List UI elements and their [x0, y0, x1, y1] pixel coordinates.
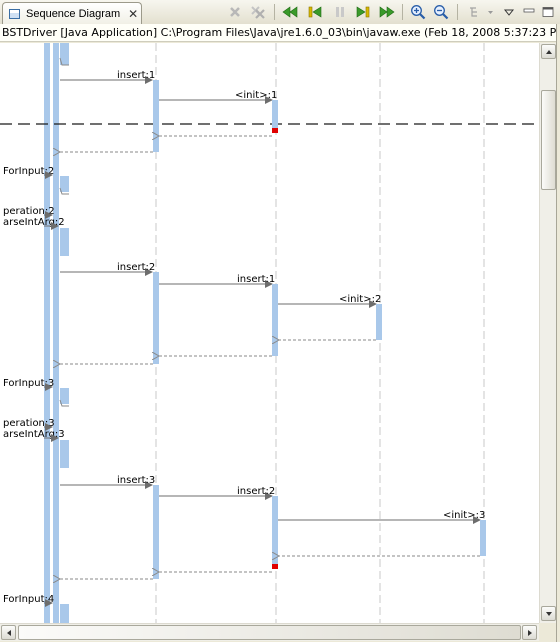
call-label[interactable]: insert:1	[237, 274, 275, 285]
call-label[interactable]: insert:2	[117, 262, 155, 273]
horizontal-scrollbar[interactable]	[0, 623, 539, 641]
activation-bar[interactable]	[60, 604, 69, 623]
return-marker	[272, 564, 278, 569]
delete-all-button[interactable]	[249, 3, 267, 21]
activation-bar[interactable]	[376, 304, 382, 340]
activation-bar[interactable]	[60, 228, 69, 256]
call-label[interactable]: insert:2	[237, 486, 275, 497]
step-forward-icon	[356, 6, 370, 18]
activation-bar[interactable]	[60, 388, 69, 404]
activation-bar[interactable]	[153, 80, 159, 152]
rewind-button[interactable]	[281, 3, 299, 21]
activation-bar[interactable]	[272, 496, 278, 564]
scroll-down-button[interactable]	[541, 606, 556, 621]
tab-label: Sequence Diagram	[26, 7, 121, 20]
activation-bar[interactable]	[272, 284, 278, 356]
delete-icon	[230, 7, 240, 17]
self-call-arrow[interactable]	[59, 57, 69, 66]
vertical-scroll-thumb[interactable]	[541, 90, 556, 190]
activation-bar[interactable]	[153, 272, 159, 364]
call-label[interactable]: <init>:1	[235, 90, 277, 101]
maximize-icon	[542, 7, 554, 17]
call-label[interactable]: <init>:2	[339, 294, 381, 305]
call-label[interactable]: peration:3	[3, 418, 55, 429]
view-title-bar: Sequence Diagram ✕	[0, 0, 560, 25]
fast-forward-button[interactable]	[378, 3, 396, 21]
call-label[interactable]: ForInput:3	[3, 378, 54, 389]
tab-sequence-diagram[interactable]: Sequence Diagram ✕	[2, 2, 142, 24]
scroll-up-button[interactable]	[541, 44, 556, 59]
activation-bar[interactable]	[60, 176, 69, 192]
rewind-icon	[282, 6, 298, 18]
step-back-button[interactable]	[306, 3, 324, 21]
arrow-right-icon	[527, 629, 532, 636]
self-call-arrow[interactable]	[59, 187, 69, 195]
step-back-icon	[308, 6, 322, 18]
arrow-down-icon	[545, 611, 552, 616]
sequence-diagram-icon	[9, 8, 20, 19]
close-tab-button[interactable]: ✕	[128, 6, 139, 21]
minimize-icon	[523, 8, 535, 13]
sequence-diagram[interactable]: insert:1 <init>:1 ForInput:2 peration:2 …	[0, 43, 539, 623]
scrollbar-corner	[539, 623, 556, 640]
launch-info-bar: BSTDriver [Java Application] C:\Program …	[0, 24, 560, 42]
self-call-arrow[interactable]	[59, 399, 69, 407]
filter-icon	[470, 7, 493, 17]
zoom-out-button[interactable]	[432, 3, 450, 21]
toolbar-separator	[274, 4, 275, 20]
minimize-view-button[interactable]	[520, 3, 538, 21]
activation-bar[interactable]	[480, 520, 486, 556]
scroll-right-button[interactable]	[522, 625, 537, 640]
maximize-view-button[interactable]	[539, 3, 557, 21]
diagram-canvas[interactable]: insert:1 <init>:1 ForInput:2 peration:2 …	[0, 43, 539, 623]
view-border	[556, 24, 560, 642]
horizontal-scroll-thumb[interactable]	[18, 625, 521, 640]
call-label[interactable]: peration:2	[3, 206, 55, 217]
vertical-scrollbar[interactable]	[539, 43, 557, 623]
filter-button[interactable]	[466, 3, 498, 21]
arrow-up-icon	[545, 49, 552, 54]
activation-bar[interactable]	[60, 440, 69, 468]
delete-all-icon	[251, 6, 265, 19]
view-menu-icon	[503, 9, 515, 16]
activation-bar[interactable]	[272, 100, 278, 128]
step-forward-button[interactable]	[354, 3, 372, 21]
return-marker	[272, 128, 278, 133]
scroll-left-button[interactable]	[1, 625, 16, 640]
toolbar-separator	[402, 4, 403, 20]
delete-button[interactable]	[226, 3, 244, 21]
pause-button[interactable]	[331, 3, 349, 21]
fast-forward-icon	[379, 6, 395, 18]
call-label[interactable]: insert:1	[117, 70, 155, 81]
arrow-left-icon	[6, 629, 11, 636]
zoom-in-icon	[411, 5, 426, 20]
zoom-in-button[interactable]	[409, 3, 427, 21]
activation-bar[interactable]	[153, 485, 159, 579]
zoom-out-icon	[434, 5, 449, 20]
pause-icon	[336, 7, 344, 17]
view-menu-button[interactable]	[500, 3, 518, 21]
call-label[interactable]: arseIntArg:2	[3, 217, 65, 228]
call-label[interactable]: ForInput:2	[3, 166, 54, 177]
launch-text: BSTDriver [Java Application] C:\Program …	[2, 26, 560, 39]
call-label[interactable]: ForInput:4	[3, 594, 54, 605]
toolbar-separator	[457, 4, 458, 20]
activation-bar[interactable]	[44, 43, 50, 623]
activation-bar[interactable]	[60, 43, 69, 65]
call-label[interactable]: arseIntArg:3	[3, 429, 65, 440]
activation-bar[interactable]	[53, 43, 59, 623]
call-label[interactable]: <init>:3	[443, 510, 485, 521]
call-label[interactable]: insert:3	[117, 475, 155, 486]
